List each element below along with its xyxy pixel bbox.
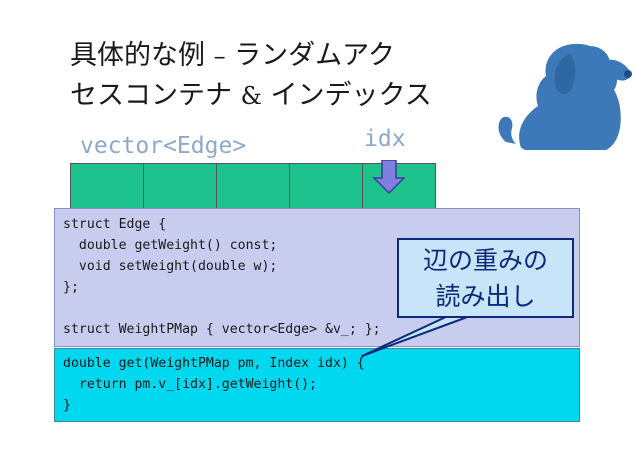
code-line: }; — [63, 280, 79, 295]
vector-cell — [363, 164, 435, 208]
vector-label: vector<Edge> — [80, 133, 247, 159]
code-block-get: double get(WeightPMap pm, Index idx) { r… — [54, 348, 580, 422]
code-line: void setWeight(double w); — [63, 259, 278, 274]
title-text-b: ランダムアク — [225, 40, 395, 71]
vector-cell — [290, 164, 363, 208]
title-ampersand: & — [240, 82, 262, 110]
callout-line-2: 読み出し — [435, 282, 536, 311]
code-line: return pm.v_[idx].getWeight(); — [63, 377, 318, 392]
code-line: } — [63, 398, 71, 413]
arrow-down-icon — [372, 160, 406, 194]
code-line: struct WeightPMap { vector<Edge> &v_; }; — [63, 322, 381, 337]
title-dash: – — [213, 42, 226, 70]
code-line: struct Edge { — [63, 217, 167, 232]
code-line: double get(WeightPMap pm, Index idx) { — [63, 356, 365, 371]
title-text-a: 具体的な例 — [70, 40, 214, 71]
callout-line-1: 辺の重みの — [422, 246, 548, 275]
title-text-c: セスコンテナ — [70, 80, 241, 111]
dog-silhouette-icon — [498, 43, 632, 151]
slide-title: 具体的な例 – ランダムアク セスコンテナ & インデックス — [70, 36, 432, 116]
title-line-2: セスコンテナ & インデックス — [70, 76, 432, 116]
vector-cells — [70, 163, 436, 209]
index-label: idx — [364, 126, 406, 152]
callout-box: 辺の重みの 読み出し — [397, 238, 574, 318]
title-line-1: 具体的な例 – ランダムアク — [70, 36, 432, 76]
vector-cell — [71, 164, 144, 208]
code-line: double getWeight() const; — [63, 238, 278, 253]
vector-cell — [144, 164, 217, 208]
title-text-d: インデックス — [261, 80, 432, 111]
vector-cell — [217, 164, 290, 208]
